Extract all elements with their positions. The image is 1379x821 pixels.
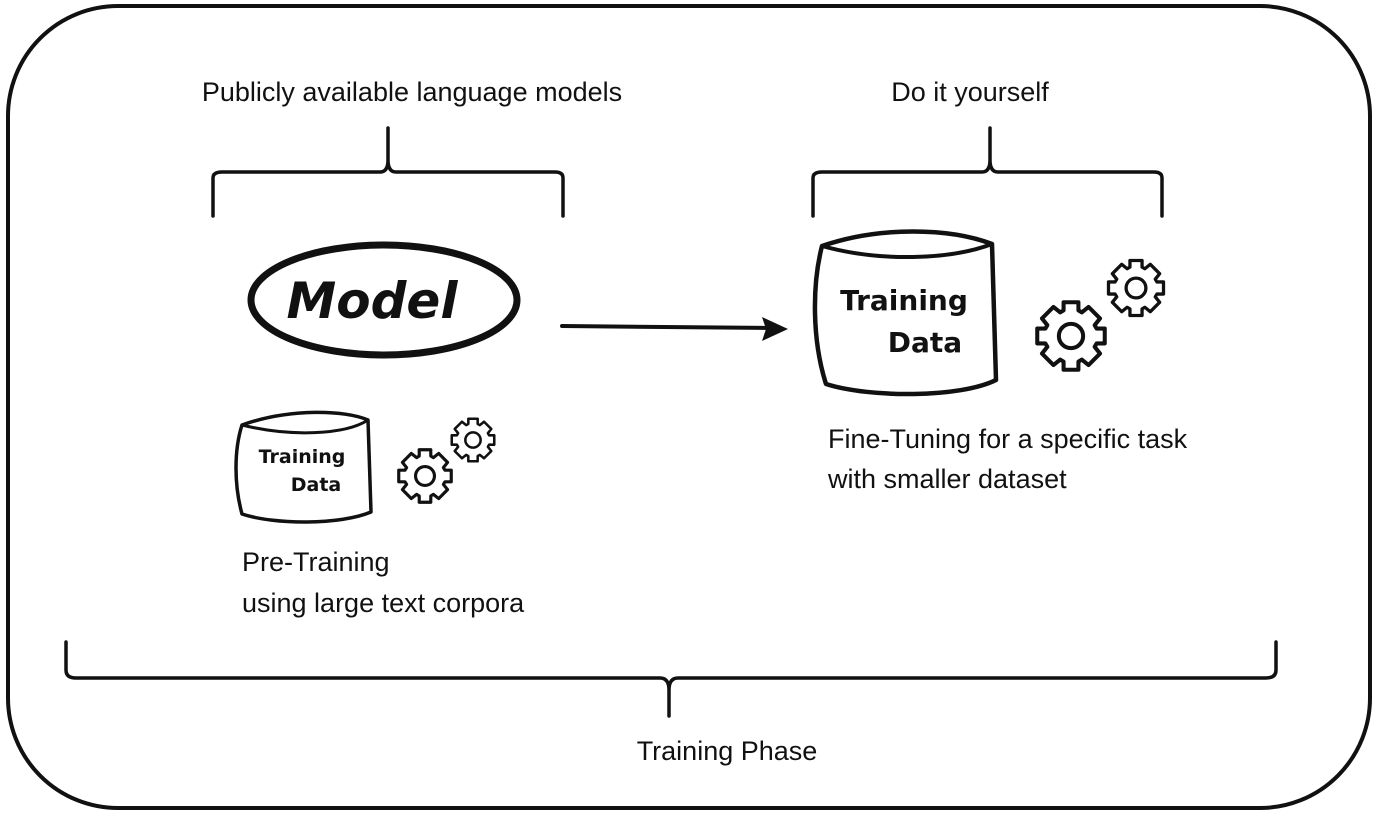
public-models-label: Publicly available language models xyxy=(202,77,622,107)
diy-label: Do it yourself xyxy=(891,77,1049,107)
outer-frame xyxy=(6,4,1372,810)
diy-brace xyxy=(811,126,1164,218)
training-data-small-word2: Data xyxy=(291,474,342,496)
pretraining-line2: using large text corpora xyxy=(242,588,525,618)
model-icon: Model xyxy=(247,241,521,359)
gears-small-icon xyxy=(397,417,496,504)
pretraining-line1: Pre-Training xyxy=(242,547,390,577)
training-phase-label: Training Phase xyxy=(637,736,818,766)
model-label: Model xyxy=(287,272,459,330)
training-data-small-word1: Training xyxy=(259,446,346,468)
finetuning-line1: Fine-Tuning for a specific task xyxy=(828,424,1188,454)
training-data-small-icon: Training Data xyxy=(234,410,373,524)
finetuning-line2: with smaller dataset xyxy=(827,464,1067,494)
right-arrow-icon xyxy=(560,317,788,341)
training-data-large-word2: Data xyxy=(888,326,962,359)
training-data-large-word1: Training xyxy=(840,284,968,317)
training-data-large-icon: Training Data xyxy=(812,229,999,397)
public-models-brace xyxy=(211,126,565,218)
gears-large-icon xyxy=(1037,258,1166,370)
training-phase-brace xyxy=(64,640,1278,718)
